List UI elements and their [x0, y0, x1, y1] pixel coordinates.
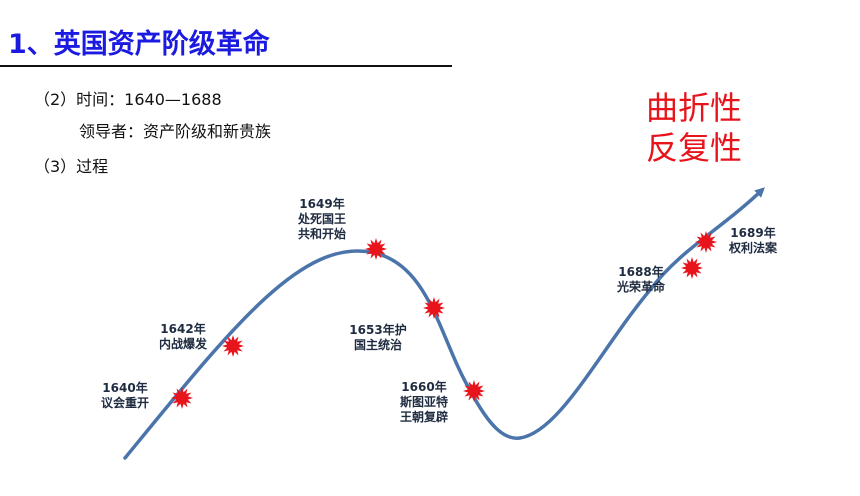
emphasis-line-2: 反复性	[645, 129, 742, 167]
leader-line: 领导者：资产阶级和新贵族	[79, 122, 272, 141]
event-marker-1653	[423, 297, 445, 319]
event-marker-1640	[171, 387, 193, 409]
timeline-curve	[123, 187, 765, 460]
event-label-1660: 1660年斯图亚特王朝复辟	[399, 380, 449, 424]
event-marker-1642	[222, 335, 244, 357]
event-label-1640: 1640年议会重开	[100, 381, 150, 410]
event-label-1689: 1689年权利法案	[728, 226, 778, 255]
event-marker-1689	[695, 231, 717, 253]
process-line: （3）过程	[34, 157, 109, 176]
event-marker-1688	[681, 257, 703, 279]
event-label-1653: 1653年护国主统治	[349, 323, 407, 352]
event-label-1649: 1649年处死国王共和开始	[297, 197, 347, 241]
event-marker-1649	[365, 238, 387, 260]
event-label-1688: 1688年光荣革命	[616, 265, 666, 294]
time-line: （2）时间：1640—1688	[34, 90, 222, 109]
emphasis-text: 曲折性 反复性	[646, 88, 742, 168]
title-underline	[0, 65, 452, 67]
event-marker-1660	[463, 380, 485, 402]
event-label-1642: 1642年内战爆发	[158, 322, 208, 351]
emphasis-line-1: 曲折性	[645, 89, 742, 127]
page-title: 1、英国资产阶级革命	[8, 29, 270, 60]
